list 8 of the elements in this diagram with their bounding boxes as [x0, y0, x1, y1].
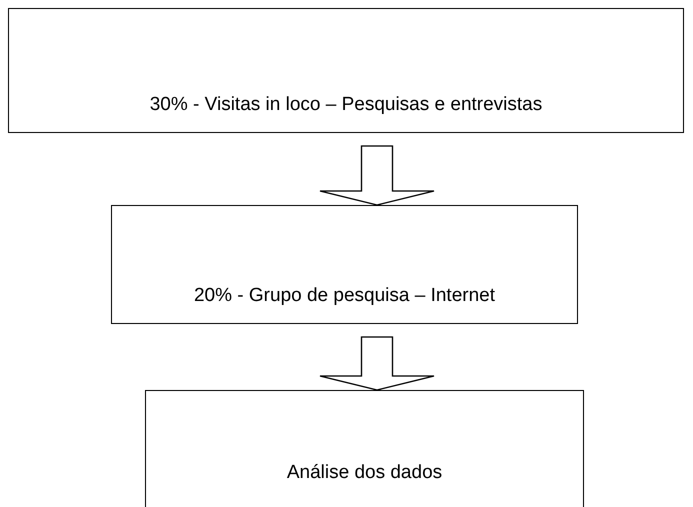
box-label: Análise dos dados: [286, 462, 442, 484]
process-box: [111, 205, 578, 324]
process-box: [8, 8, 684, 133]
block-arrow: [319, 336, 435, 391]
box-label: 20% - Grupo de pesquisa – Internet: [194, 285, 496, 307]
box-label: 30% - Visitas in loco – Pesquisas e entrevistas: [150, 94, 542, 116]
block-arrow: [319, 145, 435, 206]
process-box: [145, 390, 584, 507]
